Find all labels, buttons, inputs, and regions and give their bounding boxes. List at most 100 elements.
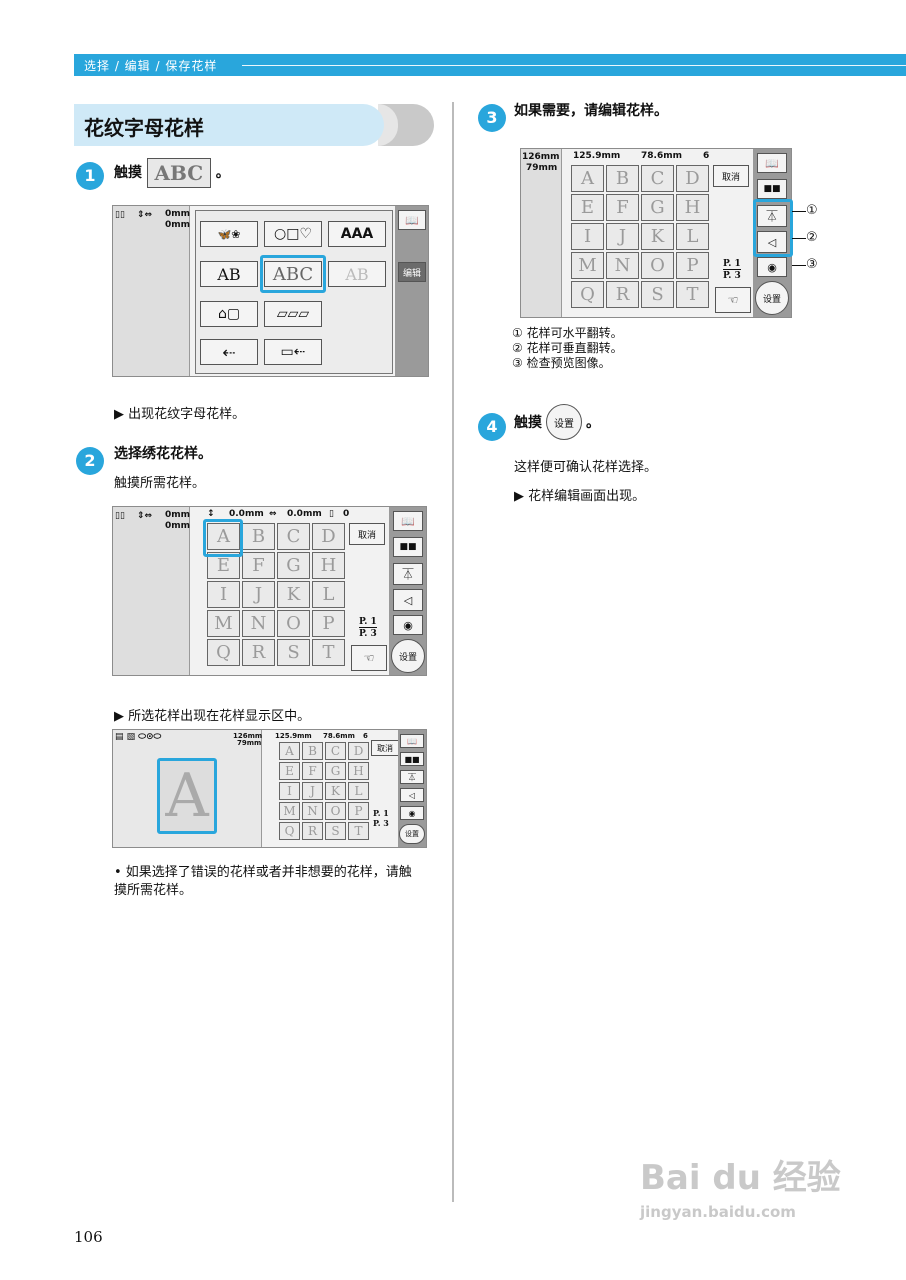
letter-cell[interactable]: K [277, 581, 310, 608]
letter-cell[interactable]: L [348, 782, 369, 800]
letter-cell[interactable]: Q [571, 281, 604, 308]
letter-cell[interactable]: G [325, 762, 346, 780]
letter-cell[interactable]: A [571, 165, 604, 192]
help-icon[interactable]: 📖 [757, 153, 787, 173]
letter-cell[interactable]: M [207, 610, 240, 637]
letter-cell[interactable]: Q [207, 639, 240, 666]
help-icon[interactable]: 📖 [393, 511, 423, 531]
letter-cell[interactable]: R [242, 639, 275, 666]
letter-cell[interactable]: K [325, 782, 346, 800]
cancel-button[interactable]: 取消 [713, 165, 749, 187]
letter-cell[interactable]: J [606, 223, 639, 250]
step-3-badge: 3 [478, 104, 506, 132]
letter-cell[interactable]: M [571, 252, 604, 279]
frame-category-button[interactable]: ⌂▢ [200, 301, 258, 327]
letter-cell[interactable]: R [606, 281, 639, 308]
letter-cell[interactable]: F [242, 552, 275, 579]
letter-cell[interactable]: P [348, 802, 369, 820]
letter-cell[interactable]: C [325, 742, 346, 760]
letter-cell[interactable]: D [348, 742, 369, 760]
mirror-vertical-icon[interactable]: ◁ [757, 231, 787, 253]
set-button-inline[interactable]: 设置 [546, 404, 582, 440]
letter-cell[interactable]: T [312, 639, 345, 666]
letter-cell[interactable]: D [676, 165, 709, 192]
color-view-icon[interactable]: ■■ [393, 537, 423, 557]
letter-cell[interactable]: M [279, 802, 300, 820]
letter-cell[interactable]: A [207, 523, 240, 550]
letter-cell[interactable]: N [242, 610, 275, 637]
edit-button[interactable]: 编辑 [398, 262, 426, 282]
letter-cell[interactable]: F [606, 194, 639, 221]
letter-cell[interactable]: J [242, 581, 275, 608]
letter-cell[interactable]: N [302, 802, 323, 820]
letter-cell[interactable]: H [676, 194, 709, 221]
color-view-icon[interactable]: ■■ [757, 179, 787, 199]
letter-cell[interactable]: N [606, 252, 639, 279]
letter-cell[interactable]: L [312, 581, 345, 608]
letter-cell[interactable]: C [641, 165, 674, 192]
letter-cell[interactable]: F [302, 762, 323, 780]
letter-cell[interactable]: J [302, 782, 323, 800]
help-icon[interactable]: 📖 [398, 210, 426, 230]
preview-icon[interactable]: ◉ [400, 806, 424, 820]
preview-icon[interactable]: ◉ [757, 257, 787, 277]
floral-category-button[interactable]: 🦋❀ [200, 221, 258, 247]
letter-cell[interactable]: B [606, 165, 639, 192]
memory-card-button[interactable]: ▱▱▱ [264, 301, 322, 327]
letter-cell[interactable]: C [277, 523, 310, 550]
letter-cell[interactable]: L [676, 223, 709, 250]
letter-cell[interactable]: I [571, 223, 604, 250]
letter-cell[interactable]: B [302, 742, 323, 760]
page-current: P. 1 [359, 617, 377, 628]
color-view-icon[interactable]: ■■ [400, 752, 424, 766]
outline-alphabet-button[interactable]: AB [328, 261, 386, 287]
letter-cell[interactable]: H [348, 762, 369, 780]
letter-cell[interactable]: T [348, 822, 369, 840]
letter-cell[interactable]: G [277, 552, 310, 579]
letter-cell[interactable]: P [312, 610, 345, 637]
letter-cell[interactable]: S [277, 639, 310, 666]
alphabet-style-button[interactable]: AB [200, 261, 258, 287]
letter-cell[interactable]: A [279, 742, 300, 760]
letter-cell[interactable]: G [641, 194, 674, 221]
letter-cell[interactable]: T [676, 281, 709, 308]
mirror-horizontal-icon[interactable]: ⏄ [393, 563, 423, 585]
preview-icon[interactable]: ◉ [393, 615, 423, 635]
abc-button-inline[interactable]: ABC [146, 158, 211, 188]
help-icon[interactable]: 📖 [400, 734, 424, 748]
letter-cell[interactable]: H [312, 552, 345, 579]
letter-cell[interactable]: I [279, 782, 300, 800]
letter-cell[interactable]: I [207, 581, 240, 608]
set-button[interactable]: 设置 [391, 639, 425, 673]
mirror-horizontal-icon[interactable]: ⏄ [400, 770, 424, 784]
mirror-horizontal-icon[interactable]: ⏄ [757, 205, 787, 227]
letter-cell[interactable]: S [641, 281, 674, 308]
letter-cell[interactable]: O [277, 610, 310, 637]
letter-cell[interactable]: E [279, 762, 300, 780]
letter-cell[interactable]: E [571, 194, 604, 221]
cancel-button[interactable]: 取消 [349, 523, 385, 545]
shapes-category-button[interactable]: ○□♡ [264, 221, 322, 247]
mini-size-w: 79mm [237, 739, 262, 747]
set-button[interactable]: 设置 [755, 281, 789, 315]
letter-cell[interactable]: Q [279, 822, 300, 840]
page-turn-icon[interactable]: ☜ [351, 645, 387, 671]
letter-cell[interactable]: B [242, 523, 275, 550]
letter-cell[interactable]: R [302, 822, 323, 840]
mini-cancel-button[interactable]: 取消 [371, 740, 399, 756]
letter-cell[interactable]: O [325, 802, 346, 820]
computer-usb-icon[interactable]: ▭⇠ [264, 339, 322, 365]
set-button[interactable]: 设置 [399, 824, 425, 844]
page-turn-icon[interactable]: ☜ [715, 287, 751, 313]
letter-cell[interactable]: P [676, 252, 709, 279]
mirror-vertical-icon[interactable]: ◁ [400, 788, 424, 802]
letter-cell[interactable]: S [325, 822, 346, 840]
floral-alphabet-button[interactable]: ABC [264, 261, 322, 287]
usb-icon[interactable]: ⇠ [200, 339, 258, 365]
font-category-button[interactable]: AAA [328, 221, 386, 247]
mirror-vertical-icon[interactable]: ◁ [393, 589, 423, 611]
letter-cell[interactable]: O [641, 252, 674, 279]
letter-cell[interactable]: K [641, 223, 674, 250]
letter-cell[interactable]: D [312, 523, 345, 550]
